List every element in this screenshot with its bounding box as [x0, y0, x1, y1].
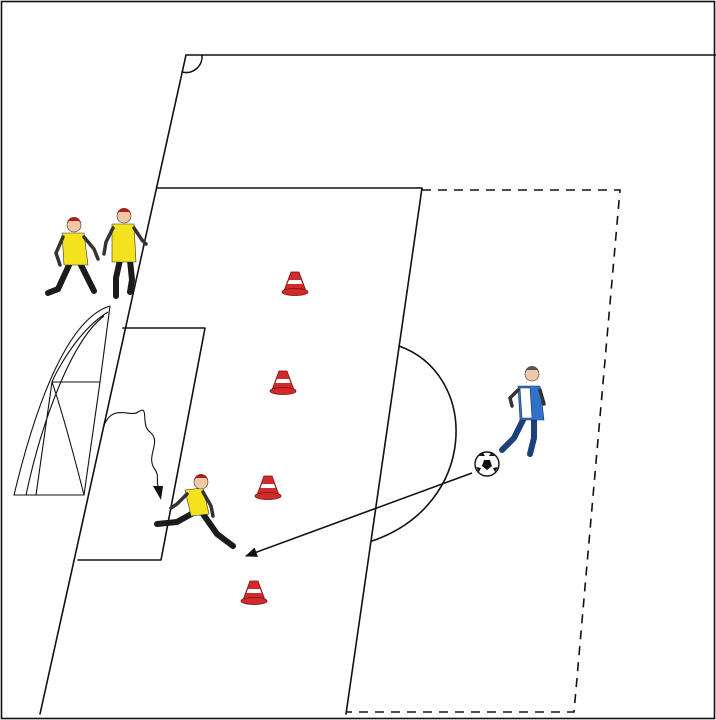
waiting-goalkeeper — [104, 208, 146, 296]
active-goalkeeper — [157, 474, 233, 546]
soccer-ball — [475, 452, 499, 476]
goal-line — [40, 55, 186, 714]
movement-arrowhead — [153, 486, 163, 500]
drill-zone-boundary — [346, 190, 620, 712]
goal-area — [78, 328, 205, 560]
cone — [282, 272, 308, 296]
pass-arrow — [246, 473, 472, 556]
goal-net-mesh — [26, 316, 104, 495]
goalkeeper-movement-path — [103, 410, 158, 486]
server-player — [502, 366, 544, 454]
goal-net-inner — [52, 312, 108, 382]
waiting-goalkeeper — [48, 217, 98, 293]
cone — [270, 371, 296, 395]
penalty-area — [157, 188, 422, 714]
cone — [255, 476, 281, 500]
pitch-lines — [40, 55, 716, 714]
cone — [241, 581, 267, 605]
